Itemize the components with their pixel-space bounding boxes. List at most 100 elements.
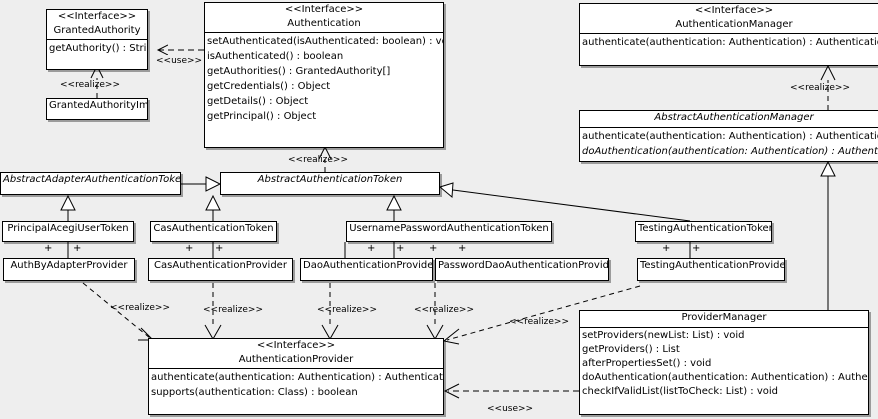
- class-header: AbstractAdapterAuthenticationToken: [1, 173, 180, 189]
- operations-compartment: getAuthority() : String: [47, 39, 147, 57]
- class-header: CasAuthenticationProvider: [149, 259, 292, 275]
- operation-item: getPrincipal() : Object: [207, 111, 317, 122]
- class-name: ProviderManager: [681, 312, 767, 323]
- class-provider-manager[interactable]: ProviderManager setProviders(newList: Li…: [579, 310, 869, 415]
- operation-item: getAuthorities() : GrantedAuthority[]: [207, 66, 391, 77]
- edge-label-realize-password-dao-authentication-provider: <<realize>>: [414, 305, 474, 315]
- class-granted-authority[interactable]: <<Interface>> GrantedAuthority getAuthor…: [46, 9, 148, 70]
- class-abstract-adapter-authentication-token[interactable]: AbstractAdapterAuthenticationToken: [0, 172, 181, 195]
- edge-label-realize-testing-authentication-provider: <<realize>>: [509, 317, 569, 327]
- class-name: Authentication: [287, 17, 361, 29]
- class-header: AuthByAdapterProvider: [4, 259, 134, 275]
- operation-item: getProviders() : List: [582, 343, 680, 355]
- multiplicity-marker: +: [662, 243, 671, 254]
- multiplicity-marker: +: [692, 243, 701, 254]
- multiplicity-marker: +: [458, 243, 467, 254]
- operations-compartment: authenticate(authentication: Authenticat…: [580, 126, 878, 160]
- edge-label-use-authentication-granted-authority: <<use>>: [156, 56, 203, 66]
- class-name: DaoAuthenticationProvider: [303, 260, 433, 271]
- class-testing-authentication-provider[interactable]: TestingAuthenticationProvider: [637, 258, 785, 281]
- class-name: TestingAuthenticationToken: [638, 223, 772, 234]
- class-auth-by-adapter-provider[interactable]: AuthByAdapterProvider: [3, 258, 135, 281]
- class-name: AuthenticationManager: [675, 18, 793, 30]
- class-password-dao-authentication-provider[interactable]: PasswordDaoAuthenticationProvider: [435, 258, 609, 281]
- class-header: <<Interface>> AuthenticationManager: [580, 4, 878, 33]
- class-header: <<Interface>> GrantedAuthority: [47, 10, 147, 39]
- class-name: AuthByAdapterProvider: [10, 260, 128, 271]
- class-abstract-authentication-manager[interactable]: AbstractAuthenticationManager authentica…: [579, 110, 878, 162]
- class-cas-authentication-token[interactable]: CasAuthenticationToken: [150, 221, 277, 242]
- class-name: GrantedAuthority: [53, 24, 141, 36]
- edge-label-realize-granted-authority-impl: <<realize>>: [60, 80, 120, 90]
- class-header: TestingAuthenticationToken: [636, 222, 771, 238]
- class-name: CasAuthenticationToken: [153, 223, 274, 234]
- class-name: AbstractAuthenticationManager: [654, 112, 814, 123]
- operation-item: checkIfValidList(listToCheck: List) : vo…: [582, 385, 779, 397]
- class-authentication-provider[interactable]: <<Interface>> AuthenticationProvider aut…: [148, 338, 444, 415]
- operation-item: doAuthentication(authentication: Authent…: [582, 371, 868, 383]
- class-dao-authentication-provider[interactable]: DaoAuthenticationProvider: [300, 258, 433, 281]
- class-authentication[interactable]: <<Interface>> Authentication setAuthenti…: [204, 2, 444, 148]
- class-header: PasswordDaoAuthenticationProvider: [436, 259, 608, 275]
- edge-label-realize-abstract-authentication-manager: <<realize>>: [790, 83, 850, 93]
- class-name: PrincipalAcegiUserToken: [7, 223, 129, 234]
- operation-item: getAuthority() : String: [49, 43, 147, 54]
- class-header: ProviderManager: [580, 311, 868, 327]
- operation-item: afterPropertiesSet() : void: [582, 357, 712, 369]
- class-name: AbstractAuthenticationToken: [257, 174, 403, 185]
- edge-label-realize-dao-authentication-provider: <<realize>>: [317, 305, 377, 315]
- operation-item: doAuthentication(authentication: Authent…: [582, 145, 878, 157]
- class-name: UsernamePasswordAuthenticationToken: [349, 223, 549, 234]
- edge-label-realize-cas-authentication-provider: <<realize>>: [203, 305, 263, 315]
- operation-item: getDetails() : Object: [207, 96, 309, 107]
- operation-item: isAuthenticated() : boolean: [207, 51, 344, 62]
- class-granted-authority-impl[interactable]: GrantedAuthorityImpl: [46, 98, 148, 120]
- class-name: TestingAuthenticationProvider: [640, 260, 785, 271]
- class-header: AbstractAuthenticationManager: [580, 111, 878, 127]
- class-header: CasAuthenticationToken: [151, 222, 276, 238]
- operations-compartment: setProviders(newList: List) : void getPr…: [580, 326, 868, 400]
- multiplicity-marker: +: [73, 243, 82, 254]
- class-name: CasAuthenticationProvider: [154, 260, 287, 271]
- edge-label-realize-abstract-authentication-token: <<realize>>: [288, 155, 348, 165]
- stereotype-label: <<Interface>>: [284, 4, 364, 15]
- multiplicity-marker: +: [429, 243, 438, 254]
- operation-item: getCredentials() : Object: [207, 81, 331, 92]
- class-principal-acegi-user-token[interactable]: PrincipalAcegiUserToken: [2, 221, 134, 242]
- operations-compartment: setAuthenticated(isAuthenticated: boolea…: [205, 32, 443, 125]
- class-header: GrantedAuthorityImpl: [47, 99, 147, 115]
- stereotype-label: <<Interface>>: [256, 340, 336, 351]
- class-abstract-authentication-token[interactable]: AbstractAuthenticationToken: [220, 172, 440, 195]
- class-header: UsernamePasswordAuthenticationToken: [347, 222, 551, 238]
- class-cas-authentication-provider[interactable]: CasAuthenticationProvider: [148, 258, 293, 281]
- stereotype-label: <<Interface>>: [57, 11, 137, 22]
- operation-item: authenticate(authentication: Authenticat…: [582, 37, 878, 48]
- operations-compartment: authenticate(authentication: Authenticat…: [580, 33, 878, 51]
- operation-item: supports(authentication: Class) : boolea…: [151, 387, 358, 398]
- class-authentication-manager[interactable]: <<Interface>> AuthenticationManager auth…: [579, 3, 878, 66]
- operation-item: setProviders(newList: List) : void: [582, 329, 745, 341]
- class-header: DaoAuthenticationProvider: [301, 259, 432, 275]
- class-header: AbstractAuthenticationToken: [221, 173, 439, 189]
- class-username-password-authentication-token[interactable]: UsernamePasswordAuthenticationToken: [346, 221, 552, 242]
- multiplicity-marker: +: [44, 243, 53, 254]
- class-header: TestingAuthenticationProvider: [638, 259, 784, 275]
- multiplicity-marker: +: [215, 243, 224, 254]
- multiplicity-marker: +: [367, 243, 376, 254]
- class-testing-authentication-token[interactable]: TestingAuthenticationToken: [635, 221, 772, 242]
- multiplicity-marker: +: [396, 243, 405, 254]
- class-header: PrincipalAcegiUserToken: [3, 222, 133, 238]
- class-name: PasswordDaoAuthenticationProvider: [438, 260, 609, 271]
- edge-label-use-provider-manager: <<use>>: [487, 404, 534, 414]
- class-name: GrantedAuthorityImpl: [49, 100, 148, 111]
- operation-item: authenticate(authentication: Authenticat…: [151, 372, 444, 383]
- class-header: <<Interface>> AuthenticationProvider: [149, 339, 443, 368]
- class-name: AbstractAdapterAuthenticationToken: [3, 174, 181, 185]
- edge-label-realize-auth-by-adapter-provider: <<realize>>: [110, 303, 170, 313]
- operations-compartment: authenticate(authentication: Authenticat…: [149, 368, 443, 401]
- operation-item: setAuthenticated(isAuthenticated: boolea…: [207, 36, 444, 47]
- class-header: <<Interface>> Authentication: [205, 3, 443, 32]
- operation-item: authenticate(authentication: Authenticat…: [582, 130, 878, 142]
- class-name: AuthenticationProvider: [238, 353, 354, 365]
